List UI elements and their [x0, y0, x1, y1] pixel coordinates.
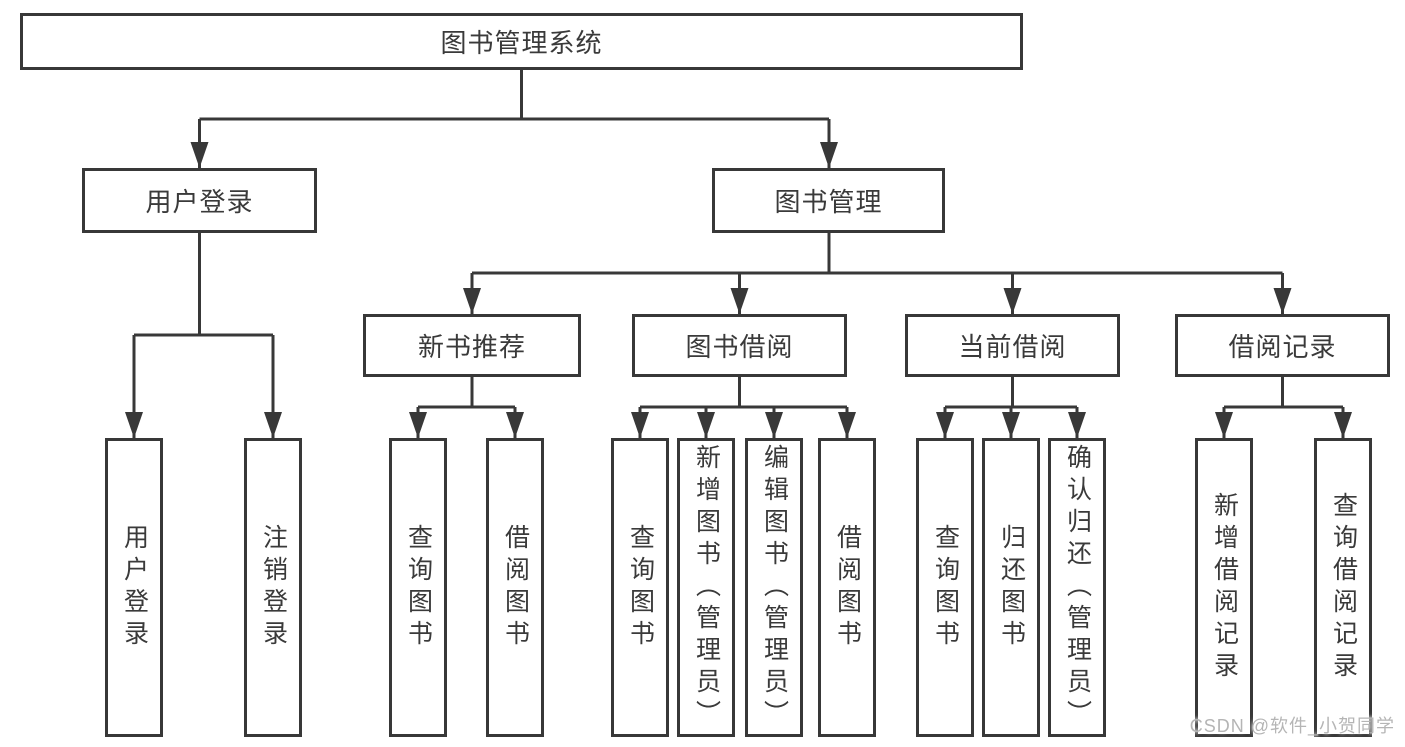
connector-book-management-skeleton	[472, 233, 1283, 275]
node-current-borrowing-label: 当前借阅	[958, 332, 1067, 362]
node-library-system-label: 图书管理系统	[440, 28, 603, 58]
leaf-edit-book-admin-label: 编辑图书（管理员）	[760, 443, 789, 732]
connector-current-borrowing-skeleton	[945, 377, 1077, 409]
leaf-query-borrow-record: 查询借阅记录	[1314, 438, 1372, 737]
leaf-return-books: 归还图书	[982, 438, 1040, 737]
leaf-borrow-books: 借阅图书	[818, 438, 876, 737]
connector-root-skeleton	[199, 70, 829, 121]
leaf-current-query-books: 查询图书	[916, 438, 974, 737]
watermark: CSDN @软件_小贺同学	[1189, 716, 1395, 736]
connector-new-book-recommend-skeleton	[418, 377, 515, 409]
leaf-current-query-books-label: 查询图书	[931, 523, 960, 652]
leaf-confirm-return-admin-label: 确认归还（管理员）	[1063, 443, 1092, 732]
leaf-add-borrow-record-label: 新增借阅记录	[1210, 491, 1239, 684]
leaf-add-book-admin-label: 新增图书（管理员）	[692, 443, 721, 732]
leaf-logout: 注销登录	[244, 438, 302, 737]
leaf-edit-book-admin: 编辑图书（管理员）	[745, 438, 803, 737]
node-book-management: 图书管理	[712, 168, 945, 233]
leaf-recommend-borrow-books-label: 借阅图书	[501, 523, 530, 652]
leaf-user-login-label: 用户登录	[120, 523, 149, 652]
leaf-recommend-query-books: 查询图书	[389, 438, 447, 737]
node-user-login-label: 用户登录	[145, 187, 254, 217]
leaf-add-book-admin: 新增图书（管理员）	[677, 438, 735, 737]
node-book-borrowing: 图书借阅	[632, 314, 847, 377]
node-book-borrowing-label: 图书借阅	[685, 332, 794, 362]
leaf-query-borrow-record-label: 查询借阅记录	[1329, 491, 1358, 684]
leaf-add-borrow-record: 新增借阅记录	[1195, 438, 1253, 737]
connector-book-borrowing-skeleton	[640, 377, 847, 409]
leaf-recommend-borrow-books: 借阅图书	[486, 438, 544, 737]
leaf-borrowing-query-books-label: 查询图书	[626, 523, 655, 652]
leaf-borrowing-query-books: 查询图书	[611, 438, 669, 737]
leaf-user-login: 用户登录	[105, 438, 163, 737]
node-current-borrowing: 当前借阅	[905, 314, 1120, 377]
leaf-recommend-query-books-label: 查询图书	[404, 523, 433, 652]
connector-user-login-skeleton	[134, 233, 273, 337]
node-book-management-label: 图书管理	[774, 187, 883, 217]
node-library-system: 图书管理系统	[20, 13, 1023, 70]
leaf-confirm-return-admin: 确认归还（管理员）	[1048, 438, 1106, 737]
node-borrowing-records: 借阅记录	[1175, 314, 1390, 377]
leaf-logout-label: 注销登录	[259, 523, 288, 652]
connector-borrowing-records-skeleton	[1224, 377, 1343, 409]
node-user-login: 用户登录	[82, 168, 317, 233]
leaf-borrow-books-label: 借阅图书	[833, 523, 862, 652]
leaf-return-books-label: 归还图书	[997, 523, 1026, 652]
node-new-book-recommend: 新书推荐	[363, 314, 581, 377]
node-borrowing-records-label: 借阅记录	[1228, 332, 1337, 362]
node-new-book-recommend-label: 新书推荐	[417, 332, 526, 362]
